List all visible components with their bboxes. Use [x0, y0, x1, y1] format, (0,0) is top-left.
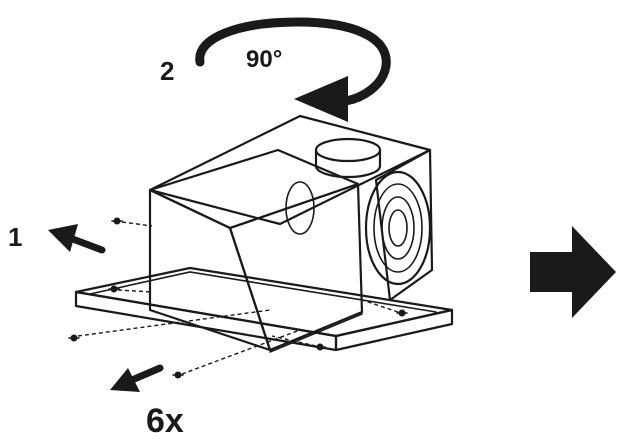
base-plate [74, 266, 454, 352]
screw-icon [314, 343, 326, 351]
screw-icon [108, 285, 120, 293]
step-2-label: 2 [160, 56, 174, 86]
next-step-arrow-icon [530, 226, 616, 318]
step-1-label: 1 [8, 222, 22, 252]
screw-count-label: 6x [146, 402, 184, 440]
rotation-angle-label: 90° [246, 46, 282, 73]
screw-guide-lines [77, 221, 399, 375]
screw-icon [172, 371, 184, 379]
screw-icon [68, 334, 80, 342]
rotation-arrow-icon [195, 17, 391, 122]
screw-icon [111, 217, 123, 225]
screw-icon [396, 309, 408, 317]
front-housing-box [148, 148, 364, 353]
motor-cap [314, 137, 382, 179]
fan-motor [285, 170, 432, 286]
pull-arrow-icon [110, 364, 164, 392]
pull-arrow-icon [48, 224, 106, 254]
rear-housing [148, 114, 434, 302]
